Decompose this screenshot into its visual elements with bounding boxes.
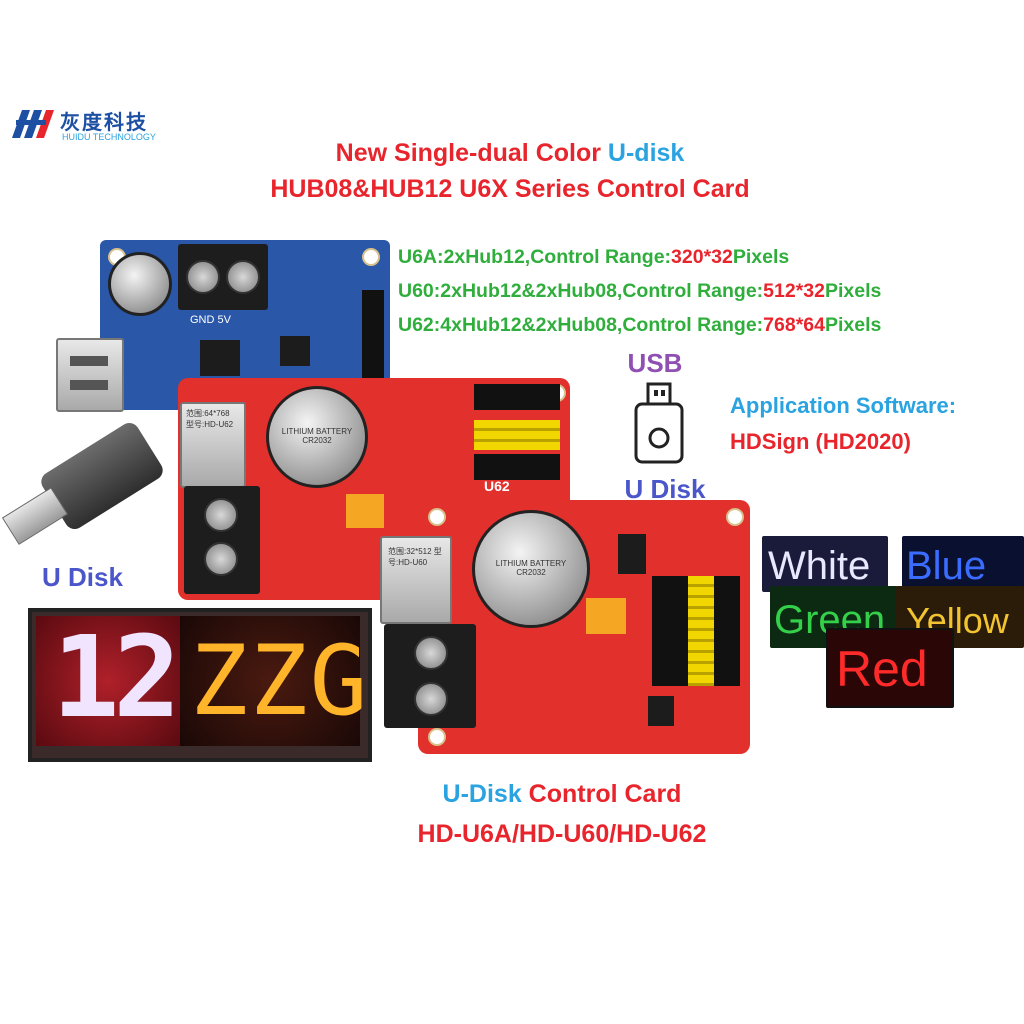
led-panel-red: Red (826, 628, 954, 708)
brand-logo: 灰度科技 HUIDU TECHNOLOGY (8, 104, 168, 150)
u60-usb-image: 范围:32*512 型号:HD-U60 (380, 536, 452, 624)
led-panel-white: White (762, 536, 888, 592)
software-name: HDSign (HD2020) (730, 429, 911, 454)
bottom-caption: U-Disk Control Card HD-U6A/HD-U60/HD-U62 (372, 774, 752, 854)
page-title: New Single-dual Color U-disk HUB08&HUB12… (200, 137, 820, 205)
usb-label: USB (627, 348, 683, 378)
udisk-label-right: U Disk (624, 474, 706, 504)
gnd-5v-label: GND 5V (190, 314, 231, 326)
bottom-line2: HD-U6A/HD-U60/HD-U62 (417, 820, 707, 848)
title-line1-a: New Single-dual Color (335, 139, 608, 167)
usb-flash-drive-image (0, 419, 170, 550)
bottom-line1-a: U-Disk (442, 780, 522, 808)
usb-port-image (56, 338, 124, 412)
u60-sticker: 范围:32*512 型号:HD-U60 (388, 547, 442, 567)
u62-board-image: LITHIUM BATTERY CR2032 范围:64*768 型号:HD-U… (178, 378, 570, 600)
u62-sticker: 范围:64*768 型号:HD-U62 (186, 409, 234, 429)
software-label: Application Software: (730, 393, 957, 418)
led-number: 12 (52, 613, 181, 743)
usb-drive-icon (630, 382, 688, 466)
spec-row: U62:4xHub12&2xHub08,Control Range:768*64… (398, 314, 882, 336)
led-panel-blue: Blue (902, 536, 1024, 592)
battery-text: LITHIUM BATTERY CR2032 (281, 427, 353, 445)
brand-name-cn: 灰度科技 (60, 112, 148, 134)
u6a-board-image: GND 5V (100, 240, 390, 410)
u62-label: U62 (484, 478, 510, 494)
bottom-line1-b: Control Card (521, 780, 682, 808)
title-line1-b: U-disk (607, 139, 685, 167)
software-info: Application Software: HDSign (HD2020) (730, 388, 956, 460)
led-display-image: 12 ZZG (28, 608, 372, 762)
spec-row: U6A:2xHub12,Control Range:320*32Pixels (398, 246, 790, 268)
brand-name-en: HUIDU TECHNOLOGY (62, 132, 156, 142)
huidu-logo-icon (12, 110, 54, 138)
title-line2: HUB08&HUB12 U6X Series Control Card (270, 175, 750, 203)
color-panels-image: White Blue Green Yellow Red (762, 536, 1024, 708)
u60-terminal-image (384, 624, 476, 728)
led-text: ZZG (190, 625, 370, 737)
udisk-label-left: U Disk (42, 562, 123, 592)
spec-row: U60:2xHub12&2xHub08,Control Range:512*32… (398, 280, 882, 302)
spec-list: U6A:2xHub12,Control Range:320*32Pixels U… (398, 240, 881, 342)
